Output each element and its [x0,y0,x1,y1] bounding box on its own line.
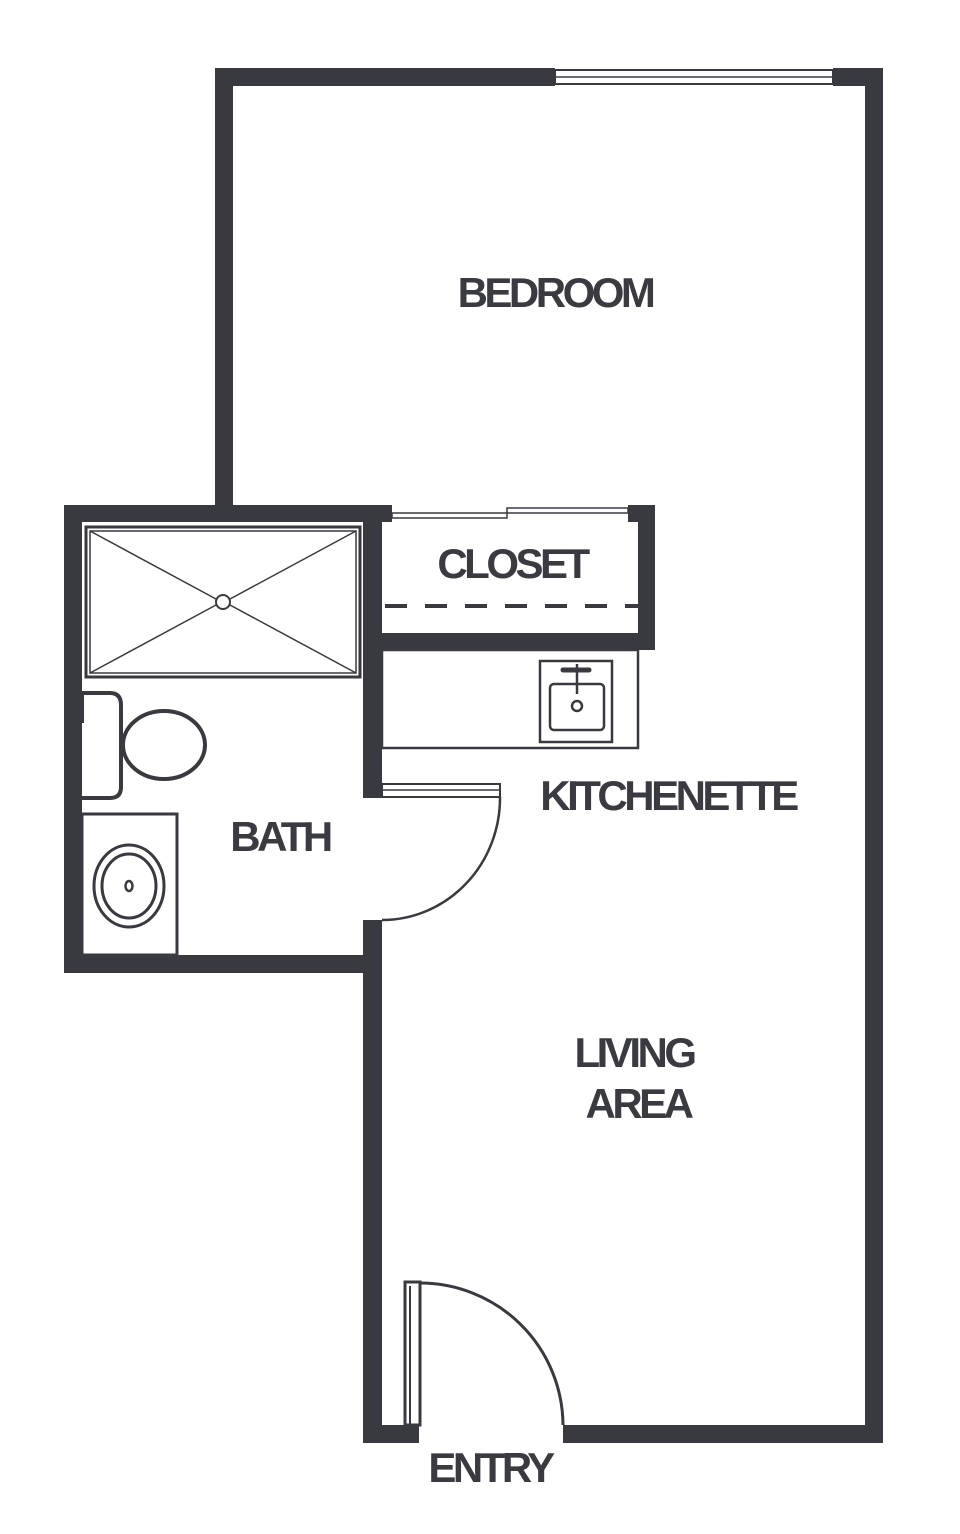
label-entry: ENTRY [428,1444,555,1491]
wall-bath-bottom [64,955,382,973]
room-labels: BEDROOM CLOSET KITCHENETTE BATH LIVING A… [230,269,802,1491]
wall-bedroom-left [215,68,233,513]
label-kitchenette: KITCHENETTE [540,772,798,819]
label-bath: BATH [230,813,331,860]
bath-door [381,783,502,922]
fixtures [80,69,834,1427]
label-living: LIVING [574,1029,695,1076]
label-closet: CLOSET [437,540,590,587]
window [554,69,834,85]
wall-living-left [363,920,382,1443]
label-bedroom: BEDROOM [458,269,654,316]
shower-icon [84,525,362,679]
sliding-closet-door [391,507,629,519]
wall-bath-right [363,505,382,798]
toilet-icon [80,691,207,800]
kitchen-sink-icon [538,659,614,744]
label-area: AREA [585,1080,693,1127]
walls [64,68,883,1443]
wall-bath-top [64,505,392,522]
wall-closet-bottom [382,633,655,650]
wall-right [865,68,883,1443]
kitchen-counter [380,648,640,750]
bath-sink-icon [80,812,179,957]
wall-bath-left [64,505,82,973]
wall-closet-side [638,505,655,650]
wall-top-left [215,68,555,86]
entry-door [403,1280,565,1427]
wall-bottom-right [563,1425,883,1443]
